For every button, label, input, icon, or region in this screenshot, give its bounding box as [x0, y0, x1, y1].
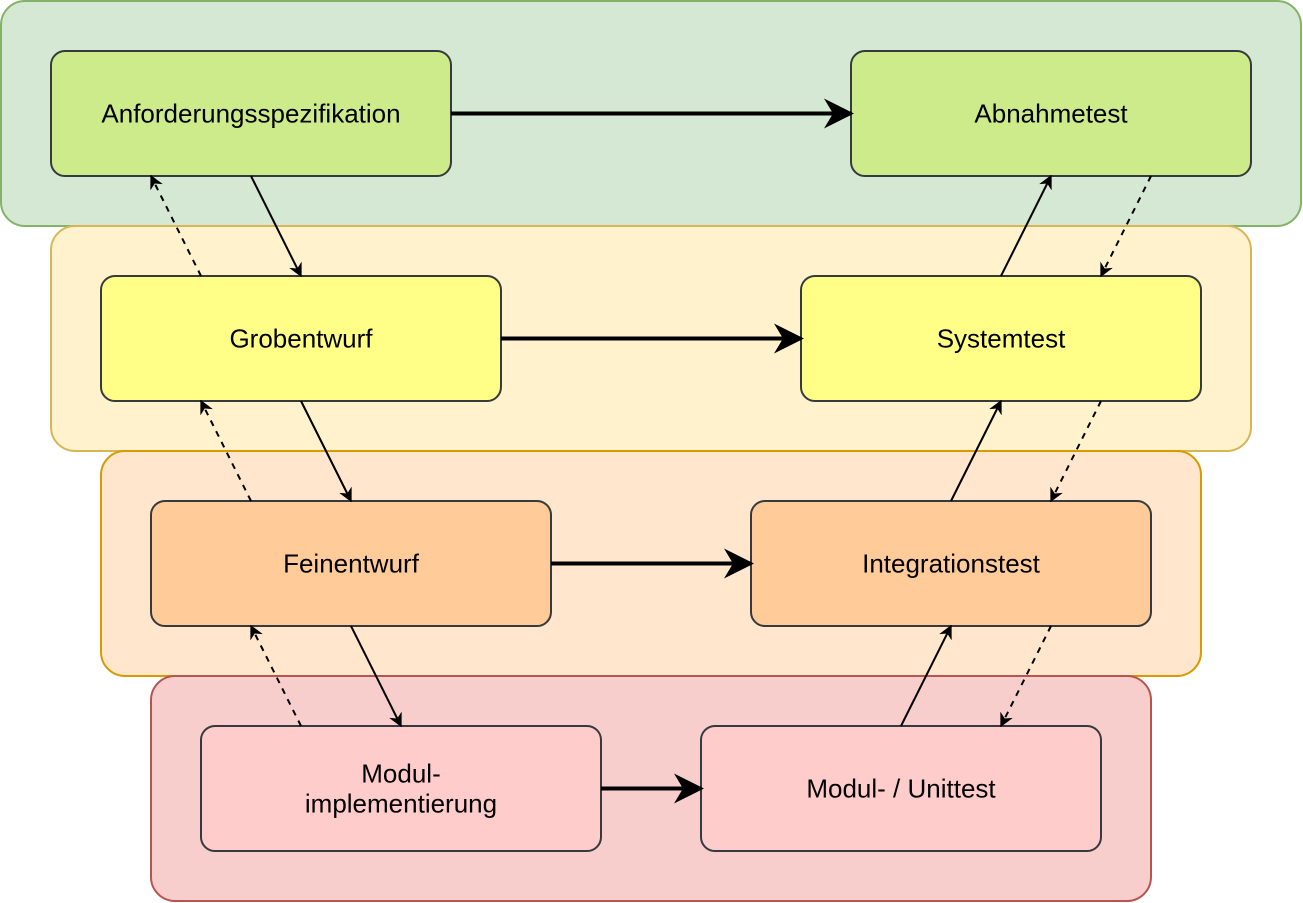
- arrow-unittest-to-integration: [900, 624, 952, 727]
- node-system[interactable]: Systemtest: [800, 275, 1202, 402]
- arrow-system-to-abnahme: [1000, 174, 1052, 277]
- node-label: Modul- / Unittest: [806, 774, 996, 804]
- node-modulimpl[interactable]: Modul-implementierung: [200, 725, 602, 852]
- node-label: Abnahmetest: [974, 99, 1128, 129]
- node-label: Modul-: [361, 759, 440, 789]
- node-abnahme[interactable]: Abnahmetest: [850, 50, 1252, 177]
- node-label: implementierung: [305, 789, 497, 819]
- node-grob[interactable]: Grobentwurf: [100, 275, 502, 402]
- node-unittest[interactable]: Modul- / Unittest: [700, 725, 1102, 852]
- arrow-anforderung-to-grob: [250, 175, 302, 278]
- arrow-grob-to-fein: [300, 400, 352, 503]
- node-fein[interactable]: Feinentwurf: [150, 500, 552, 627]
- arrow-integration-to-system: [950, 399, 1002, 502]
- node-label: Anforderungsspezifikation: [101, 99, 400, 129]
- node-label: Integrationstest: [862, 549, 1041, 579]
- node-anforderung[interactable]: Anforderungsspezifikation: [50, 50, 452, 177]
- node-label: Grobentwurf: [229, 324, 373, 354]
- node-integration[interactable]: Integrationstest: [750, 500, 1152, 627]
- node-label: Systemtest: [937, 324, 1066, 354]
- arrow-fein-to-modulimpl: [350, 625, 402, 728]
- node-label: Feinentwurf: [283, 549, 420, 579]
